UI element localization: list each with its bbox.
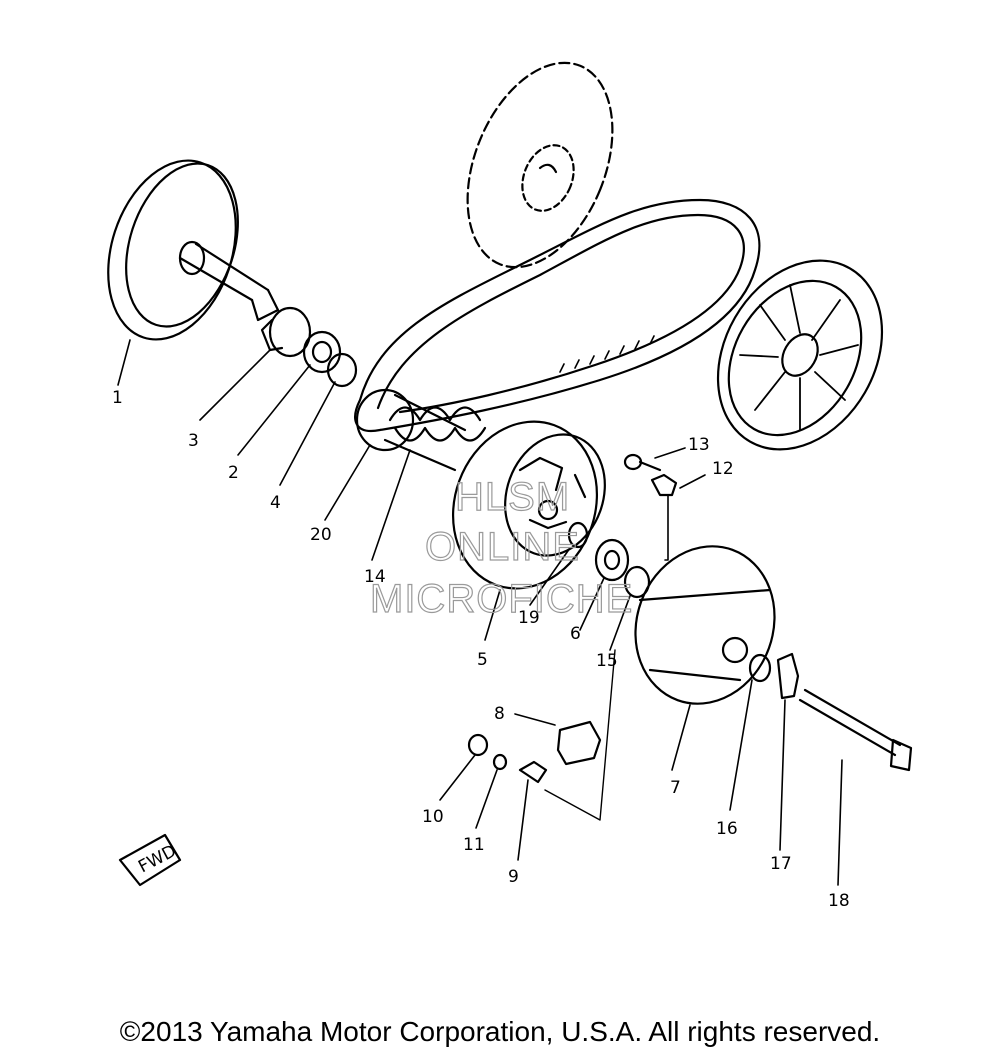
part-18-bolt bbox=[798, 688, 913, 886]
label-part-3: 3 bbox=[188, 431, 199, 451]
label-part-1: 1 bbox=[112, 388, 123, 408]
label-part-16: 16 bbox=[716, 819, 738, 839]
part-6-washer bbox=[579, 538, 630, 631]
watermark: HLSM ONLINE MICROFICHE bbox=[369, 474, 633, 621]
part-7-cover bbox=[634, 545, 776, 771]
watermark-line-2: ONLINE bbox=[425, 525, 580, 569]
label-part-13: 13 bbox=[688, 435, 710, 455]
label-part-19: 19 bbox=[518, 608, 540, 628]
part-9-pin bbox=[517, 649, 616, 861]
driven-sheave bbox=[716, 259, 884, 451]
label-part-4: 4 bbox=[270, 493, 281, 513]
label-part-11: 11 bbox=[463, 835, 485, 855]
label-part-5: 5 bbox=[477, 650, 488, 670]
part-11-washer bbox=[475, 753, 508, 829]
part-5-movable-sheave bbox=[451, 420, 606, 641]
label-part-14: 14 bbox=[364, 567, 386, 587]
label-part-6: 6 bbox=[570, 624, 581, 644]
fwd-arrow-icon bbox=[118, 833, 182, 887]
label-part-7: 7 bbox=[670, 778, 681, 798]
label-part-18: 18 bbox=[828, 891, 850, 911]
secondary-sheave-disc bbox=[466, 61, 614, 269]
part-19-washer bbox=[529, 521, 589, 606]
part-17-lock-plate bbox=[776, 652, 800, 851]
part-15-circlip bbox=[609, 565, 651, 651]
part-10-screw bbox=[439, 733, 489, 801]
label-part-2: 2 bbox=[228, 463, 239, 483]
part-1-fixed-sheave bbox=[107, 159, 280, 386]
label-part-17: 17 bbox=[770, 854, 792, 874]
part-16-washer bbox=[729, 653, 772, 811]
label-part-10: 10 bbox=[422, 807, 444, 827]
part-labels: 1 3 2 4 20 14 5 19 6 15 13 12 7 16 17 18… bbox=[112, 388, 850, 911]
label-part-8: 8 bbox=[494, 704, 505, 724]
part-20-cup bbox=[324, 388, 415, 521]
copyright-footer: ©2013 Yamaha Motor Corporation, U.S.A. A… bbox=[119, 1016, 881, 1047]
part-14-spring bbox=[371, 393, 487, 561]
part-3-collar bbox=[199, 306, 312, 421]
part-12-clip bbox=[650, 473, 706, 561]
exploded-parts-diagram: 1 3 2 4 20 14 5 19 6 15 13 12 7 16 17 18… bbox=[107, 61, 913, 911]
part-4-circlip bbox=[279, 352, 358, 486]
part-2-bearing bbox=[237, 330, 342, 456]
label-part-15: 15 bbox=[596, 651, 618, 671]
label-part-9: 9 bbox=[508, 867, 519, 887]
drive-belt bbox=[354, 198, 761, 433]
watermark-line-1: HLSM bbox=[455, 475, 570, 519]
part-8-weight bbox=[514, 713, 602, 766]
part-13-screw bbox=[623, 447, 686, 472]
label-part-12: 12 bbox=[712, 459, 734, 479]
label-part-20: 20 bbox=[310, 525, 332, 545]
watermark-line-3: MICROFICHE bbox=[370, 577, 633, 621]
fwd-label: FWD bbox=[135, 841, 179, 877]
